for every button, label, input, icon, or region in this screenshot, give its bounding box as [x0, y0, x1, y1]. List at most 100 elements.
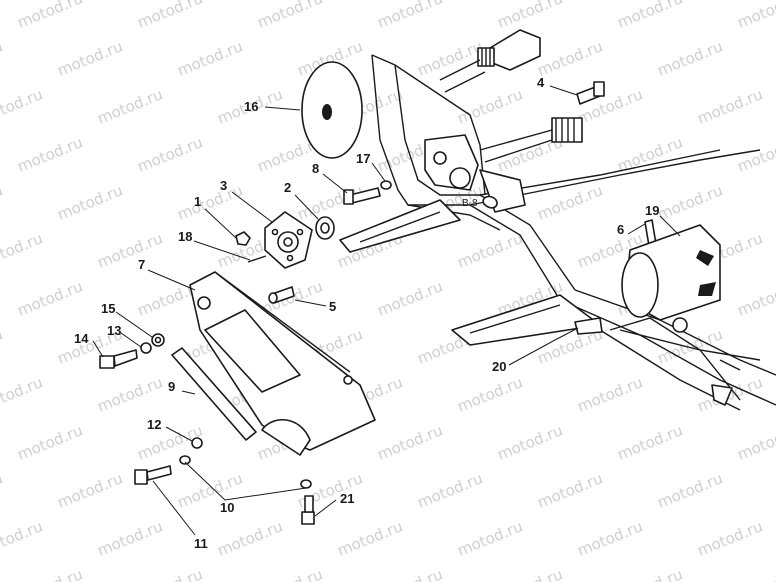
callout-10: 10 [220, 500, 234, 515]
watermark-text: motod.ru [175, 181, 246, 223]
watermark-text: motod.ru [495, 0, 566, 32]
watermark-text: motod.ru [575, 373, 646, 415]
watermark-text: motod.ru [135, 565, 206, 582]
watermark-text: motod.ru [15, 277, 86, 319]
watermark-text: motod.ru [615, 0, 686, 32]
watermark-text: motod.ru [655, 469, 726, 511]
watermark-text: motod.ru [575, 517, 646, 559]
watermark-text: motod.ru [0, 181, 5, 223]
watermark-text: motod.ru [535, 181, 606, 223]
part-4-bolt [576, 81, 605, 105]
callout-5: 5 [329, 299, 336, 314]
watermark-text: motod.ru [0, 517, 45, 559]
mounting-plate [424, 134, 479, 191]
watermark-text: motod.ru [255, 565, 326, 582]
part-8-bolt [343, 187, 381, 205]
watermark-text: motod.ru [255, 0, 326, 32]
watermark-text: motod.ru [535, 469, 606, 511]
callout-17: 17 [356, 151, 370, 166]
watermark-text: motod.ru [455, 85, 526, 127]
watermark-text: motod.ru [375, 421, 446, 463]
callout-4: 4 [537, 75, 545, 90]
watermark-text: motod.ru [735, 277, 776, 319]
callout-7: 7 [138, 257, 145, 272]
watermark-text: motod.ru [0, 325, 5, 367]
watermark-text: motod.ru [0, 469, 5, 511]
watermark-text: motod.ru [495, 421, 566, 463]
drive-housing [609, 224, 741, 406]
part-11-bolt [134, 465, 172, 485]
watermark-text: motod.ru [95, 517, 166, 559]
drive-shaft-upper [439, 29, 541, 93]
watermark-text: motod.ru [655, 37, 726, 79]
leader-lines [92, 85, 681, 536]
watermark-text: motod.ru [415, 37, 486, 79]
callout-13: 13 [107, 323, 121, 338]
watermark-text: motod.ru [455, 229, 526, 271]
watermark-text: motod.ru [0, 373, 45, 415]
watermark-text: motod.ru [55, 469, 126, 511]
callout-20: 20 [492, 359, 506, 374]
running-board-upper [339, 199, 461, 253]
watermark-text: motod.ru [15, 0, 86, 32]
watermark-text: motod.ru [415, 469, 486, 511]
watermark-text: motod.ru [215, 517, 286, 559]
part-7-cover [189, 271, 376, 456]
callout-labels: 1 2 3 4 5 6 7 8 9 10 11 12 13 14 15 16 1… [74, 75, 659, 551]
callout-6: 6 [617, 222, 624, 237]
callout-8: 8 [312, 161, 319, 176]
part-21-bolt [301, 495, 315, 525]
part-9-strip [171, 347, 257, 441]
part-2-bushing [315, 216, 335, 240]
watermark-text: motod.ru [135, 133, 206, 175]
watermark-text: motod.ru [95, 85, 166, 127]
watermark-text: motod.ru [615, 565, 686, 582]
watermark-text: motod.ru [735, 133, 776, 175]
callout-11: 11 [194, 536, 208, 551]
callout-15: 15 [101, 301, 115, 316]
watermark-text: motod.ru [375, 565, 446, 582]
part-5-spacer [268, 286, 295, 304]
watermark-text: motod.ru [15, 133, 86, 175]
part-20-running-board [451, 294, 603, 346]
watermark-text: motod.ru [0, 229, 45, 271]
part-1-nut [235, 231, 251, 246]
watermark-text: motod.ru [495, 565, 566, 582]
watermark-text: motod.ru [655, 325, 726, 367]
callout-3: 3 [220, 178, 227, 193]
watermark-text: motod.ru [0, 85, 45, 127]
callout-18: 18 [178, 229, 192, 244]
callout-1: 1 [194, 194, 201, 209]
watermark-text: motod.ru [735, 421, 776, 463]
watermark-text: motod.ru [655, 181, 726, 223]
part-3-flange [264, 211, 313, 269]
watermark-text: motod.ru [55, 181, 126, 223]
callout-12: 12 [147, 417, 161, 432]
part-15-washer [151, 333, 165, 347]
watermark-text: motod.ru [735, 0, 776, 32]
drive-shaft-lower [479, 117, 583, 163]
stamp-label: B-8 [462, 198, 478, 209]
watermark-text: motod.ru [615, 421, 686, 463]
watermark-text: motod.ru [95, 229, 166, 271]
watermark-text: motod.ru [175, 37, 246, 79]
callout-16: 16 [244, 99, 258, 114]
watermark-text: motod.ru [375, 277, 446, 319]
callout-9: 9 [168, 379, 175, 394]
part-13-washer [140, 342, 152, 354]
callout-21: 21 [340, 491, 354, 506]
callout-14: 14 [74, 331, 89, 346]
callout-19: 19 [645, 203, 659, 218]
watermark-text: motod.ru [455, 373, 526, 415]
watermark-text: motod.ru [535, 37, 606, 79]
part-18-screw [247, 255, 267, 263]
part-12-plug [191, 437, 203, 449]
watermark-text: motod.ru [375, 0, 446, 32]
watermark-text: motod.ru [0, 37, 5, 79]
part-16-disc [301, 61, 363, 159]
watermark-text: motod.ru [175, 469, 246, 511]
part-14-bolt [99, 349, 138, 369]
watermark-text: motod.ru [695, 85, 766, 127]
watermark-text: motod.ru [95, 373, 166, 415]
